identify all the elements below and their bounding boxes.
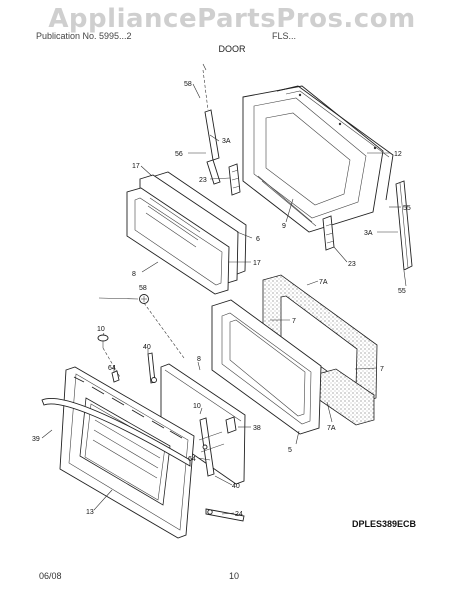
latch-38 bbox=[225, 416, 237, 434]
callout-12: 12 bbox=[394, 151, 402, 158]
callout-17-right: 17 bbox=[253, 260, 261, 267]
callout-38: 38 bbox=[253, 425, 261, 432]
callout-10-lower: 10 bbox=[193, 403, 201, 410]
callout-58: 58 bbox=[184, 81, 192, 88]
callout-24: 24 bbox=[235, 511, 243, 518]
callout-17-top: 17 bbox=[132, 163, 140, 170]
leader-lines bbox=[41, 63, 407, 515]
model-number: FLS... bbox=[272, 31, 297, 41]
door-channel-right bbox=[395, 180, 413, 271]
door-back-frame bbox=[276, 85, 394, 201]
callout-7a-bottom: 7A bbox=[327, 425, 336, 432]
callout-5: 5 bbox=[288, 447, 292, 454]
callout-40-lower: 40 bbox=[232, 483, 240, 490]
diagram-code: DPLES389ECB bbox=[352, 519, 417, 529]
watermark: AppliancePartsPros.com bbox=[48, 4, 416, 34]
callout-7a-top: 7A bbox=[319, 279, 328, 286]
inner-door-panel bbox=[211, 299, 322, 435]
clip-64 bbox=[111, 370, 120, 383]
screw-10 bbox=[97, 334, 121, 378]
callout-55-right: 55 bbox=[403, 205, 411, 212]
callout-7: 7 bbox=[292, 318, 296, 325]
door-bottom-trim bbox=[205, 508, 245, 522]
footer-page-number: 10 bbox=[229, 571, 240, 581]
callout-55-bottom: 55 bbox=[398, 288, 406, 295]
callout-6: 6 bbox=[256, 236, 260, 243]
footer-date: 06/08 bbox=[39, 571, 62, 581]
door-channel-left bbox=[202, 69, 221, 185]
callout-7-right: 7 bbox=[380, 366, 384, 373]
callout-8-glass: 8 bbox=[132, 271, 136, 278]
callout-56: 56 bbox=[175, 151, 183, 158]
callout-3a-top: 3A bbox=[222, 138, 231, 145]
screw-58 bbox=[139, 294, 185, 359]
publication-number: Publication No. 5995...2 bbox=[36, 31, 132, 41]
callout-64-top: 64 bbox=[108, 365, 116, 372]
bracket-40-lower bbox=[198, 417, 225, 477]
callout-9: 9 bbox=[282, 223, 286, 230]
callout-10: 10 bbox=[97, 326, 105, 333]
callout-64-lower: 64 bbox=[188, 456, 196, 463]
door-insulation bbox=[262, 274, 378, 426]
outer-glass-pack bbox=[126, 171, 247, 295]
hinge-left bbox=[228, 163, 241, 196]
bracket-40 bbox=[147, 352, 157, 384]
door-handle bbox=[41, 397, 191, 467]
callout-23-left: 23 bbox=[199, 177, 207, 184]
callout-39: 39 bbox=[32, 436, 40, 443]
callout-13: 13 bbox=[86, 509, 94, 516]
callout-40-top: 40 bbox=[143, 344, 151, 351]
inner-door-liner bbox=[242, 85, 384, 233]
callout-3a-right: 3A bbox=[364, 230, 373, 237]
callout-23-right: 23 bbox=[348, 261, 356, 268]
callout-8-panel: 8 bbox=[197, 356, 201, 363]
page-title: DOOR bbox=[218, 44, 246, 54]
callout-58-screw: 58 bbox=[139, 285, 147, 292]
